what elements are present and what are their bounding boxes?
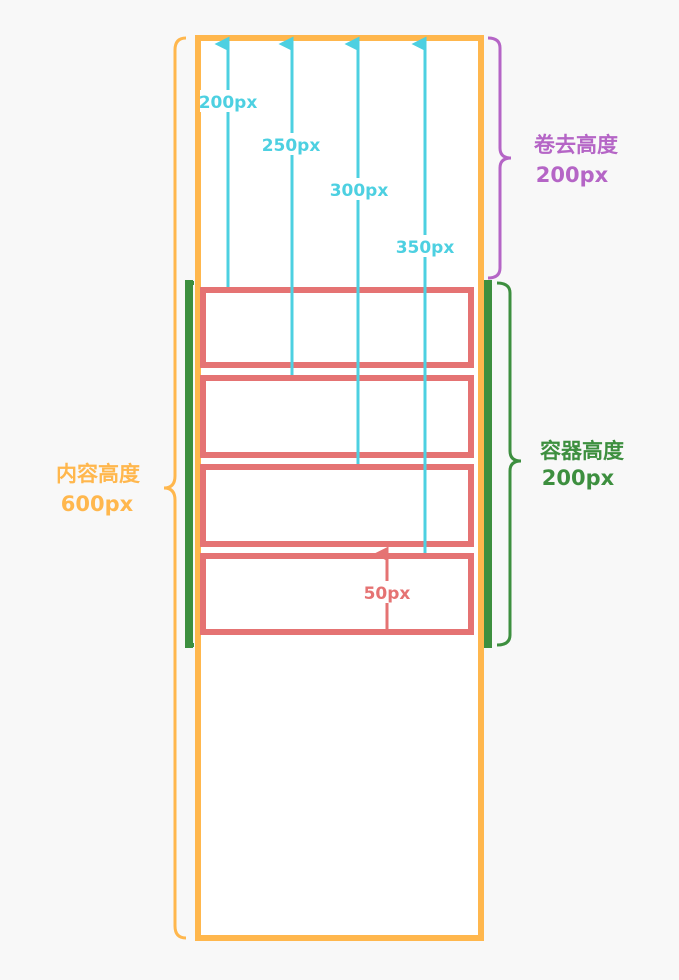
list-item-4 <box>200 553 474 635</box>
offset-label-3: 300px <box>330 181 389 201</box>
content-height-value: 600px <box>61 492 134 516</box>
offset-label-1: 200px <box>199 93 258 113</box>
container-bar-left <box>185 280 193 648</box>
content-height-title: 内容高度 <box>56 462 140 486</box>
item-offset-label: 50px <box>364 584 411 604</box>
list-item-3 <box>200 464 474 547</box>
scrolled-height-title: 卷去高度 <box>534 133 618 157</box>
list-item-1 <box>200 287 474 368</box>
container-height-brace <box>496 281 522 647</box>
container-height-value: 200px <box>542 466 615 490</box>
container-bar-right <box>484 280 492 648</box>
offset-label-2: 250px <box>262 136 321 156</box>
container-height-title: 容器高度 <box>540 439 624 463</box>
offset-label-4: 350px <box>396 238 455 258</box>
scrolled-height-brace <box>487 36 512 280</box>
content-height-brace <box>163 36 187 940</box>
scrolled-height-value: 200px <box>536 163 609 187</box>
list-item-2 <box>200 375 474 458</box>
